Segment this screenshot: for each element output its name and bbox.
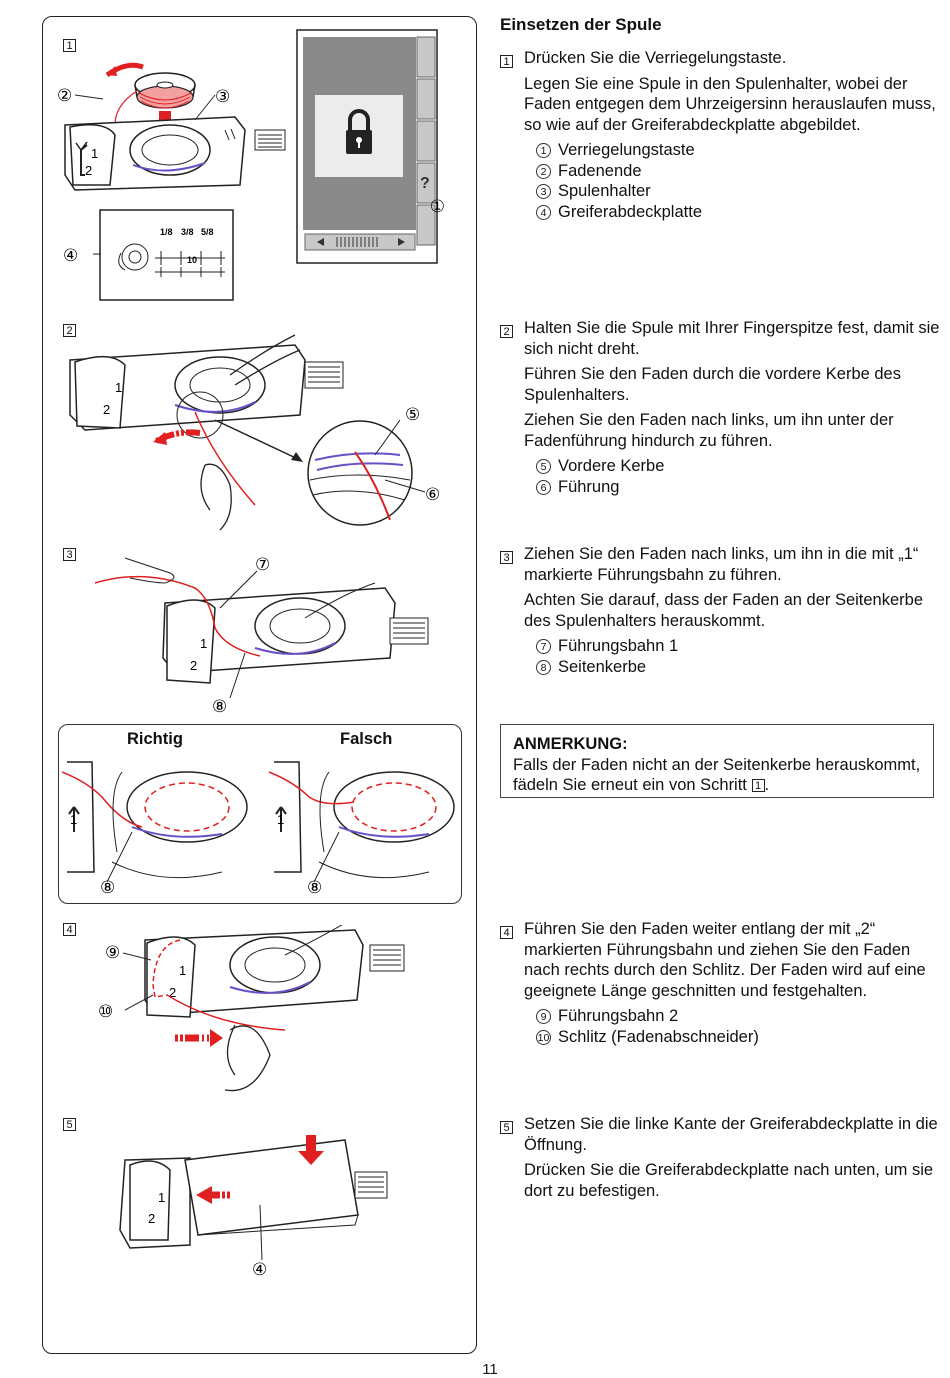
step-paragraph: Achten Sie darauf, dass der Faden an der… — [524, 591, 924, 630]
left-step-3-marker: 3 — [63, 546, 76, 564]
callout-3-spulenhalter: ③ — [215, 87, 230, 106]
callout-8-seitenkerbe: ⑧ — [212, 697, 227, 716]
step-paragraph: Ziehen Sie den Faden nach links, um ihn … — [524, 411, 894, 450]
guide-number-1: 1 — [91, 146, 98, 161]
step4-illustration: 1 2 ⑨ ⑩ — [98, 925, 405, 1092]
callout-1-verriegelungstaste: ① — [430, 197, 445, 216]
falsch-label: Falsch — [340, 730, 393, 748]
falsch-drawing: 1 — [268, 761, 455, 883]
step-paragraph: Führen Sie den Faden durch die vordere K… — [524, 365, 901, 404]
cover-plate-drawing: 1/8 3/8 5/8 10 — [93, 209, 234, 301]
step-paragraph: Ziehen Sie den Faden nach links, um ihn … — [524, 545, 919, 584]
svg-text:2: 2 — [169, 985, 176, 1000]
callout-4-plate: ④ — [252, 1260, 267, 1279]
note-heading: ANMERKUNG: — [513, 735, 628, 753]
step-paragraph: Halten Sie die Spule mit Ihrer Fingerspi… — [524, 319, 940, 358]
callout-8-falsch: ⑧ — [307, 878, 322, 897]
callout-4-greiferabdeckplatte: ④ — [63, 246, 78, 265]
left-step-5-marker: 5 — [63, 1116, 76, 1134]
step2-illustration: 1 2 ⑤ ⑥ — [69, 334, 440, 531]
step-3: 3 Ziehen Sie den Faden nach links, um ih… — [500, 544, 940, 677]
left-step-1-marker: 1 — [63, 37, 76, 55]
illustration-panel — [42, 16, 477, 1354]
step-2: 2 Halten Sie die Spule mit Ihrer Fingers… — [500, 318, 940, 497]
svg-text:2: 2 — [190, 658, 197, 673]
callout-9-fuehrungsbahn-2: ⑨ — [105, 943, 120, 962]
svg-text:1: 1 — [70, 812, 77, 827]
guide-number-2: 2 — [85, 163, 92, 178]
help-icon: ? — [420, 175, 430, 192]
callout-10-schlitz: ⑩ — [98, 1002, 113, 1021]
left-step-4-marker: 4 — [63, 921, 76, 939]
callout-7-fuehrungsbahn-1: ⑦ — [255, 555, 270, 574]
page-number: 11 — [482, 1361, 498, 1378]
step-number: 3 — [500, 551, 513, 564]
callout-5-vordere-kerbe: ⑤ — [405, 405, 420, 424]
step-5: 5 Setzen Sie die linke Kante der Greifer… — [500, 1114, 940, 1206]
step-paragraph: Führen Sie den Faden weiter entlang der … — [524, 920, 926, 1000]
callout-8-richtig: ⑧ — [100, 878, 115, 897]
scale-value-10: 10 — [187, 255, 197, 265]
callout-2-fadenende: ② — [57, 86, 72, 105]
richtig-falsch-illustration: 1 1 ⑧ ⑧ — [62, 761, 455, 897]
richtig-label: Richtig — [127, 730, 183, 748]
step-paragraph: Drücken Sie die Verriegelungstaste. — [524, 49, 787, 67]
svg-text:1: 1 — [158, 1190, 165, 1205]
step3-illustration: 1 2 ⑦ ⑧ — [94, 555, 429, 716]
richtig-drawing: 1 — [62, 761, 248, 883]
note-box: ANMERKUNG: Falls der Faden nicht an der … — [500, 724, 934, 798]
svg-text:1: 1 — [200, 636, 207, 651]
step5-illustration: 1 2 ④ — [119, 1135, 388, 1279]
step-number: 2 — [500, 325, 513, 338]
step-4: 4 Führen Sie den Faden weiter entlang de… — [500, 919, 940, 1047]
step-paragraph: Drücken Sie die Greiferabdeckplatte nach… — [524, 1161, 934, 1200]
scale-mark-1-8: 1/8 — [160, 227, 173, 237]
svg-text:1: 1 — [179, 963, 186, 978]
scale-mark-5-8: 5/8 — [201, 227, 214, 237]
step-paragraph: Setzen Sie die linke Kante der Greiferab… — [524, 1115, 938, 1154]
richtig-falsch-box — [58, 724, 462, 904]
touch-screen-drawing: ? — [296, 29, 438, 264]
note-text: Falls der Faden nicht an der Seitenkerbe… — [513, 755, 921, 795]
svg-text:1: 1 — [277, 812, 284, 827]
step-number: 1 — [500, 55, 513, 68]
left-step-2-marker: 2 — [63, 322, 76, 340]
svg-text:1: 1 — [115, 380, 122, 395]
svg-text:2: 2 — [103, 402, 110, 417]
page-title: Einsetzen der Spule — [500, 15, 662, 34]
bobbin-holder-drawing: 1 2 — [64, 116, 286, 191]
step-paragraph: Legen Sie eine Spule in den Spulenhalter… — [524, 74, 936, 134]
svg-text:2: 2 — [148, 1211, 155, 1226]
step-number: 5 — [500, 1121, 513, 1134]
callout-6-fuehrung: ⑥ — [425, 485, 440, 504]
step1-illustration: 1 2 ② ③ 1/8 3/8 5/8 10 ④ — [57, 29, 445, 301]
step-1: 1 Drücken Sie die Verriegelungstaste. Le… — [500, 48, 940, 222]
step-number: 4 — [500, 926, 513, 939]
scale-mark-3-8: 3/8 — [181, 227, 194, 237]
note-step-ref: 1 — [751, 779, 765, 792]
